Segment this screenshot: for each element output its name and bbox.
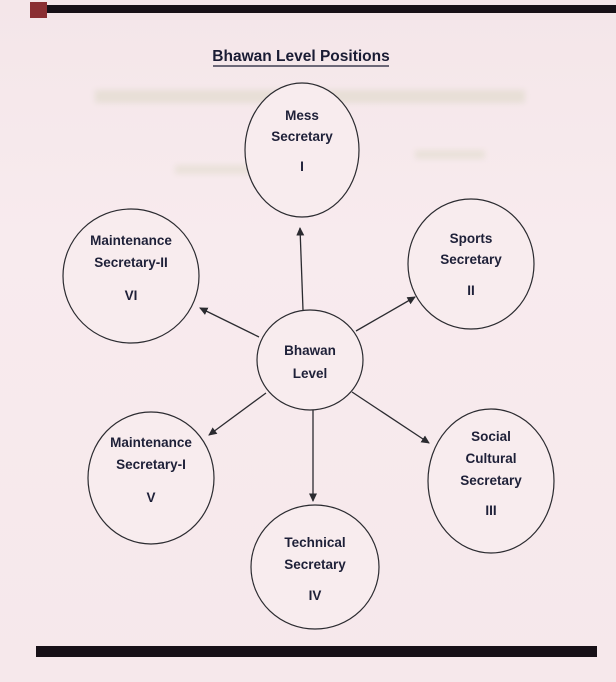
node-ellipse-social xyxy=(427,408,555,554)
corner-mark xyxy=(30,2,47,18)
node-numeral: I xyxy=(300,159,304,174)
diagram-title: Bhawan Level Positions xyxy=(212,48,389,65)
node-ellipse-maintenance-1 xyxy=(87,411,215,545)
node-label-line: Sports xyxy=(450,231,493,246)
node-label-line: Maintenance xyxy=(110,435,192,450)
node-ellipse-maintenance-2 xyxy=(62,208,200,344)
top-border-bar xyxy=(47,5,616,13)
node-label-line: Technical xyxy=(284,535,345,550)
bottom-border-bar xyxy=(36,646,597,657)
node-ellipse-mess xyxy=(244,82,360,218)
node-label-line: Mess xyxy=(285,108,319,123)
node-numeral: IV xyxy=(309,588,322,603)
node-label-line: Secretary xyxy=(284,557,346,572)
center-label-line: Level xyxy=(293,366,328,381)
node-maintenance-secretary-2: Maintenance Secretary-II VI xyxy=(62,208,200,344)
center-label-line: Bhawan xyxy=(284,343,336,358)
node-ellipse-bhawan-level xyxy=(256,309,364,411)
node-numeral: II xyxy=(467,283,475,298)
node-label-line: Social xyxy=(471,429,511,444)
node-label-line: Maintenance xyxy=(90,233,172,248)
node-label-line: Secretary-II xyxy=(94,255,168,270)
node-label-line: Cultural xyxy=(465,451,516,466)
arrow-center-to-social xyxy=(351,391,430,444)
node-sports-secretary: Sports Secretary II xyxy=(407,198,535,330)
node-numeral: V xyxy=(146,490,155,505)
node-numeral: VI xyxy=(125,288,138,303)
node-label-line: Secretary xyxy=(460,473,522,488)
arrow-center-to-mess xyxy=(296,227,305,311)
arrow-center-to-sports xyxy=(355,296,416,332)
node-bhawan-level: Bhawan Level xyxy=(256,309,364,411)
arrow-center-to-maintenance-2 xyxy=(199,307,260,338)
node-label-line: Secretary xyxy=(271,129,333,144)
node-label-line: Secretary-I xyxy=(116,457,186,472)
node-ellipse-technical xyxy=(250,504,380,630)
node-ellipse-sports xyxy=(407,198,535,330)
node-social-cultural-secretary: Social Cultural Secretary III xyxy=(427,408,555,554)
scan-artifact xyxy=(175,165,285,174)
arrow-center-to-maintenance-1 xyxy=(208,392,267,436)
node-numeral: III xyxy=(485,503,496,518)
node-label-line: Secretary xyxy=(440,252,502,267)
node-mess-secretary: Mess Secretary I xyxy=(244,82,360,218)
scan-artifact xyxy=(415,150,485,159)
node-technical-secretary: Technical Secretary IV xyxy=(250,504,380,630)
node-maintenance-secretary-1: Maintenance Secretary-I V xyxy=(87,411,215,545)
